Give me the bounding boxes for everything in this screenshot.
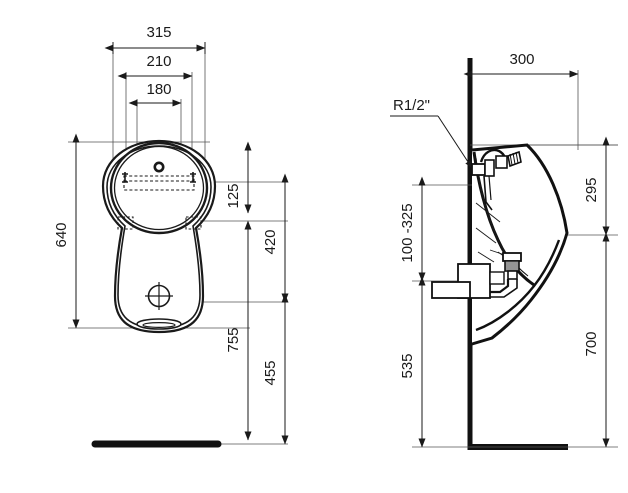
urinal-bowl-opening-inner: [113, 145, 205, 231]
outlet-box-spout: [431, 281, 471, 299]
side-view-group: 300 295 700 100 -325 535 R1/2": [390, 51, 618, 450]
dim-640-text: 640: [53, 222, 70, 247]
dim-455-text: 455: [262, 360, 279, 385]
outlet-box-connector: [489, 271, 505, 285]
flush-tube-edge: [488, 175, 492, 201]
callout-leader-line: [437, 115, 473, 169]
valve-body: [484, 159, 495, 177]
bottom-outlet-ellipse-inner: [142, 322, 176, 329]
trap-body: [504, 260, 520, 272]
trap-thread-lines: [505, 262, 519, 270]
dim-535-text: 535: [399, 353, 416, 378]
dim-420-text: 420: [262, 229, 279, 254]
outlet-trap-assembly: [489, 252, 522, 298]
dim-295-text: 295: [583, 177, 600, 202]
callout-r-half-inch-text: R1/2": [393, 97, 430, 114]
water-supply-valve-assembly: [471, 148, 522, 211]
trap-nut: [507, 270, 518, 280]
trap-flange-top: [502, 252, 522, 262]
valve-ribs: [509, 151, 519, 166]
dim-125: 125: [225, 141, 252, 214]
dim-100-325: 100 -325: [399, 176, 426, 282]
dim-180: 180: [128, 81, 182, 107]
dim-700-text: 700: [583, 331, 600, 356]
dim-640: 640: [53, 133, 80, 329]
upper-fixing-points: [122, 172, 196, 183]
dim-455: 455: [262, 293, 289, 445]
dim-420: 420: [262, 173, 289, 303]
waste-pipe-bend: [489, 279, 510, 294]
dim-100-325-text: 100 -325: [399, 203, 416, 262]
wall-outlet-box: [431, 263, 505, 299]
front-view-group: 315 210 180 640 125 755 42: [53, 24, 289, 448]
dim-315: 315: [104, 24, 206, 54]
flush-tube: [483, 175, 493, 211]
dim-125-text: 125: [225, 183, 242, 208]
drain-centre-mark: [145, 282, 173, 310]
hidden-mounting-bracket: [123, 175, 195, 191]
urinal-side-skirt: [475, 239, 561, 332]
dim-180-text: 180: [146, 81, 171, 98]
urinal-side-outer-profile: [471, 143, 569, 346]
waste-pipe-bend-outer: [489, 279, 518, 298]
dim-755-text: 755: [225, 327, 242, 352]
urinal-bowl-opening: [109, 141, 209, 235]
wall-connector-fitting: [471, 163, 486, 176]
dim-315-text: 315: [146, 24, 171, 41]
lower-fixing-points: [117, 216, 202, 230]
valve-cap: [495, 155, 508, 169]
dim-755: 755: [225, 220, 252, 441]
dim-210-text: 210: [146, 53, 171, 70]
dim-210: 210: [117, 53, 193, 80]
dim-700: 700: [583, 232, 610, 448]
callout-r-half-inch: R1/2": [390, 97, 473, 169]
dim-295: 295: [583, 136, 610, 236]
water-inlet-hole: [153, 161, 165, 173]
dim-300-text: 300: [509, 51, 534, 68]
urinal-front-outline: [101, 139, 217, 334]
dim-535: 535: [399, 276, 426, 448]
dim-300: 300: [463, 51, 579, 78]
